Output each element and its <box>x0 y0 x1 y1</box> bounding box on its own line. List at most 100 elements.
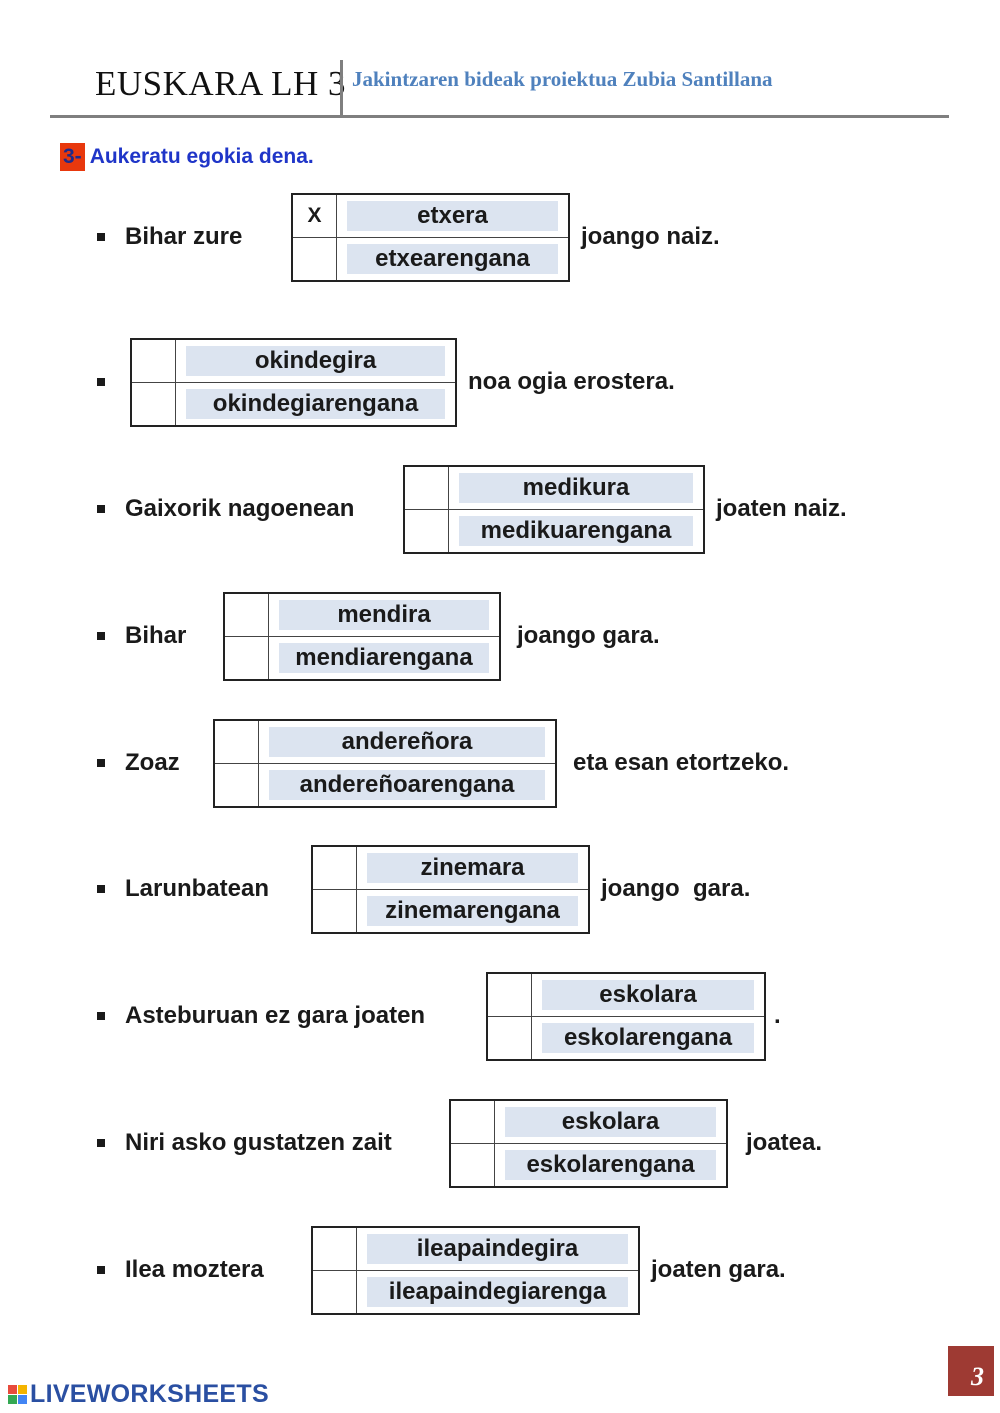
logo-grid-icon <box>8 1385 27 1404</box>
choice-row: mendiarengana <box>223 635 501 680</box>
option-label[interactable]: eskolara <box>542 979 754 1010</box>
sentence-start: Bihar <box>125 622 187 649</box>
sentence-end: . <box>774 1002 781 1029</box>
option-label[interactable]: etxearengana <box>347 243 558 274</box>
choice-row: eskolarengana <box>449 1142 728 1187</box>
checkbox-cell[interactable] <box>130 381 176 426</box>
checkbox-cell[interactable] <box>403 508 449 553</box>
option-label[interactable]: mendiarengana <box>279 642 489 673</box>
liveworksheets-logo: LIVEWORKSHEETS <box>8 1380 269 1409</box>
choice-row: ileapaindegira <box>311 1226 640 1271</box>
choice-table: eskolara eskolarengana <box>486 971 766 1061</box>
logo-text: LIVEWORKSHEETS <box>30 1380 269 1408</box>
exercise-item: okindegira okindegiarengana noa ogia ero… <box>97 337 675 427</box>
bullet-icon <box>97 233 105 241</box>
checkbox-cell[interactable]: X <box>291 193 337 238</box>
instruction-text: Aukeratu egokia dena. <box>89 145 314 168</box>
bullet-icon <box>97 632 105 640</box>
checkbox-cell[interactable] <box>486 972 532 1017</box>
option-label[interactable]: andereñoarengana <box>269 769 545 800</box>
checkbox-cell[interactable] <box>223 635 269 680</box>
choice-table: eskolara eskolarengana <box>449 1098 728 1188</box>
option-label[interactable]: okindegira <box>186 345 445 376</box>
header-subtitle: Jakintzaren bideak proiektua Zubia Santi… <box>352 67 773 91</box>
choice-table: andereñora andereñoarengana <box>213 718 557 808</box>
checkbox-cell[interactable] <box>291 236 337 281</box>
choice-row: eskolara <box>449 1099 728 1144</box>
option-label[interactable]: eskolarengana <box>542 1022 754 1053</box>
sentence-start: Asteburuan ez gara joaten <box>125 1002 426 1029</box>
checkbox-cell[interactable] <box>213 762 259 807</box>
choice-row: etxearengana <box>291 236 570 281</box>
choice-table: mendira mendiarengana <box>223 591 501 681</box>
exercise-item: Asteburuan ez gara joaten eskolara eskol… <box>97 971 781 1061</box>
sentence-start: Larunbatean <box>125 875 270 902</box>
checkbox-cell[interactable] <box>486 1015 532 1060</box>
option-label[interactable]: eskolarengana <box>505 1149 716 1180</box>
option-cell: eskolara <box>494 1099 728 1144</box>
option-cell: zinemara <box>356 845 590 890</box>
exercise-item: Ilea moztera ileapaindegira ileapaindegi… <box>97 1225 786 1315</box>
checkbox-cell[interactable] <box>403 465 449 510</box>
option-cell: medikuarengana <box>448 508 705 553</box>
option-label[interactable]: medikura <box>459 472 693 503</box>
sentence-start: Ilea moztera <box>125 1256 264 1283</box>
exercise-number: 3- <box>60 143 85 171</box>
checkbox-cell[interactable] <box>130 338 176 383</box>
sentence-end: joatea. <box>746 1129 823 1156</box>
option-label[interactable]: medikuarengana <box>459 515 693 546</box>
choice-table: okindegira okindegiarengana <box>130 337 457 427</box>
checkbox-cell[interactable] <box>449 1142 495 1187</box>
bullet-icon <box>97 885 105 893</box>
bullet-icon <box>97 505 105 513</box>
sentence-end: joaten gara. <box>651 1256 786 1283</box>
choice-table: X etxera etxearengana <box>291 192 570 282</box>
choice-table: medikura medikuarengana <box>403 464 705 554</box>
exercise-item: Larunbatean zinemara zinemarengana joang… <box>97 844 750 934</box>
choice-table: ileapaindegira ileapaindegiarenga <box>311 1225 640 1315</box>
choice-row: andereñoarengana <box>213 762 557 807</box>
header-title: EUSKARA LH 3 <box>95 64 347 103</box>
sentence-end: eta esan etortzeko. <box>573 749 790 776</box>
option-cell: okindegiarengana <box>175 381 457 426</box>
checkbox-cell[interactable] <box>213 719 259 764</box>
exercise-item: Niri asko gustatzen zait eskolara eskola… <box>97 1098 823 1188</box>
option-cell: andereñora <box>258 719 557 764</box>
option-cell: etxearengana <box>336 236 570 281</box>
sentence-start: Gaixorik nagoenean <box>125 495 355 522</box>
option-label[interactable]: ileapaindegira <box>367 1233 628 1264</box>
checkbox-cell[interactable] <box>311 845 357 890</box>
page-number: 3 <box>948 1346 994 1396</box>
option-cell: okindegira <box>175 338 457 383</box>
option-label[interactable]: zinemarengana <box>367 895 578 926</box>
sentence-end: noa ogia erostera. <box>468 368 675 395</box>
bullet-icon <box>97 378 105 386</box>
choice-row: eskolara <box>486 972 766 1017</box>
checkbox-cell[interactable] <box>311 888 357 933</box>
choice-row: mendira <box>223 592 501 637</box>
choice-row: X etxera <box>291 193 570 238</box>
option-label[interactable]: ileapaindegiarenga <box>367 1276 628 1307</box>
option-cell: zinemarengana <box>356 888 590 933</box>
checkbox-cell[interactable] <box>223 592 269 637</box>
option-label[interactable]: andereñora <box>269 726 545 757</box>
exercise-item: Bihar mendira mendiarengana joango gara. <box>97 591 660 681</box>
header-rule <box>50 115 949 118</box>
checkbox-cell[interactable] <box>449 1099 495 1144</box>
option-label[interactable]: mendira <box>279 599 489 630</box>
choice-row: eskolarengana <box>486 1015 766 1060</box>
choice-row: zinemarengana <box>311 888 590 933</box>
option-label[interactable]: okindegiarengana <box>186 388 445 419</box>
choice-row: okindegira <box>130 338 457 383</box>
option-cell: mendiarengana <box>268 635 501 680</box>
option-cell: eskolara <box>531 972 766 1017</box>
choice-row: medikuarengana <box>403 508 705 553</box>
option-cell: ileapaindegiarenga <box>356 1269 640 1314</box>
option-label[interactable]: zinemara <box>367 852 578 883</box>
option-label[interactable]: etxera <box>347 200 558 231</box>
option-label[interactable]: eskolara <box>505 1106 716 1137</box>
exercise-instruction: 3- Aukeratu egokia dena. <box>60 143 314 171</box>
checkbox-cell[interactable] <box>311 1226 357 1271</box>
checkbox-cell[interactable] <box>311 1269 357 1314</box>
option-cell: andereñoarengana <box>258 762 557 807</box>
